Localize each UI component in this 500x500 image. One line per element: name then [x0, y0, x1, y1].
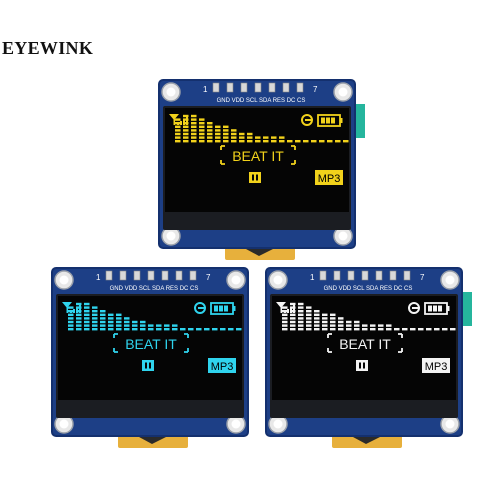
header-pin	[226, 82, 234, 93]
selection-brackets	[327, 333, 403, 353]
pause-icon	[356, 360, 368, 371]
svg-text:MP3: MP3	[425, 361, 448, 373]
svg-text:MP3: MP3	[318, 173, 341, 185]
track-title: BEAT IT	[339, 336, 391, 352]
pin-labels: GND VDD SCL SDA RES DC CS	[324, 286, 413, 292]
header-pin	[105, 270, 113, 281]
svg-text:MP3: MP3	[211, 361, 234, 373]
header-pin	[296, 82, 304, 93]
battery-icon	[210, 302, 236, 315]
pin-number-end: 7	[206, 273, 211, 282]
header-pin	[189, 270, 197, 281]
track-title: BEAT IT	[232, 148, 284, 164]
g-icon	[408, 302, 420, 314]
track-title: BEAT IT	[125, 336, 177, 352]
pin-number-start: 1	[310, 273, 315, 282]
pause-icon	[249, 172, 261, 183]
g-icon	[194, 302, 206, 314]
header-pin	[389, 270, 397, 281]
header-pin	[347, 270, 355, 281]
mp3-badge: MP3	[315, 170, 343, 185]
header-pin	[212, 82, 220, 93]
equalizer-bars	[282, 302, 456, 331]
equalizer-bars	[68, 302, 242, 331]
header-pin	[133, 270, 141, 281]
header-pin	[268, 82, 276, 93]
mp3-badge: MP3	[208, 358, 236, 373]
mp3-badge: MP3	[422, 358, 450, 373]
battery-icon	[317, 114, 343, 127]
header-pin	[375, 270, 383, 281]
header-pin	[361, 270, 369, 281]
pin-number-end: 7	[313, 85, 318, 94]
header-pin	[333, 270, 341, 281]
header-pin	[147, 270, 155, 281]
g-icon	[301, 114, 313, 126]
header-pin	[319, 270, 327, 281]
pause-icon	[142, 360, 154, 371]
header-pin	[175, 270, 183, 281]
header-pin	[254, 82, 262, 93]
pin-labels: GND VDD SCL SDA RES DC CS	[217, 98, 306, 104]
header-pin	[403, 270, 411, 281]
selection-brackets	[113, 333, 189, 353]
selection-brackets	[220, 145, 296, 165]
header-pin	[282, 82, 290, 93]
brand-logo: EYEWINK	[2, 38, 94, 58]
pin-labels: GND VDD SCL SDA RES DC CS	[110, 286, 199, 292]
header-pin	[119, 270, 127, 281]
battery-icon	[424, 302, 450, 315]
pin-number-end: 7	[420, 273, 425, 282]
equalizer-bars	[175, 114, 349, 143]
header-pin	[161, 270, 169, 281]
header-pin	[240, 82, 248, 93]
pin-number-start: 1	[96, 273, 101, 282]
pin-number-start: 1	[203, 85, 208, 94]
